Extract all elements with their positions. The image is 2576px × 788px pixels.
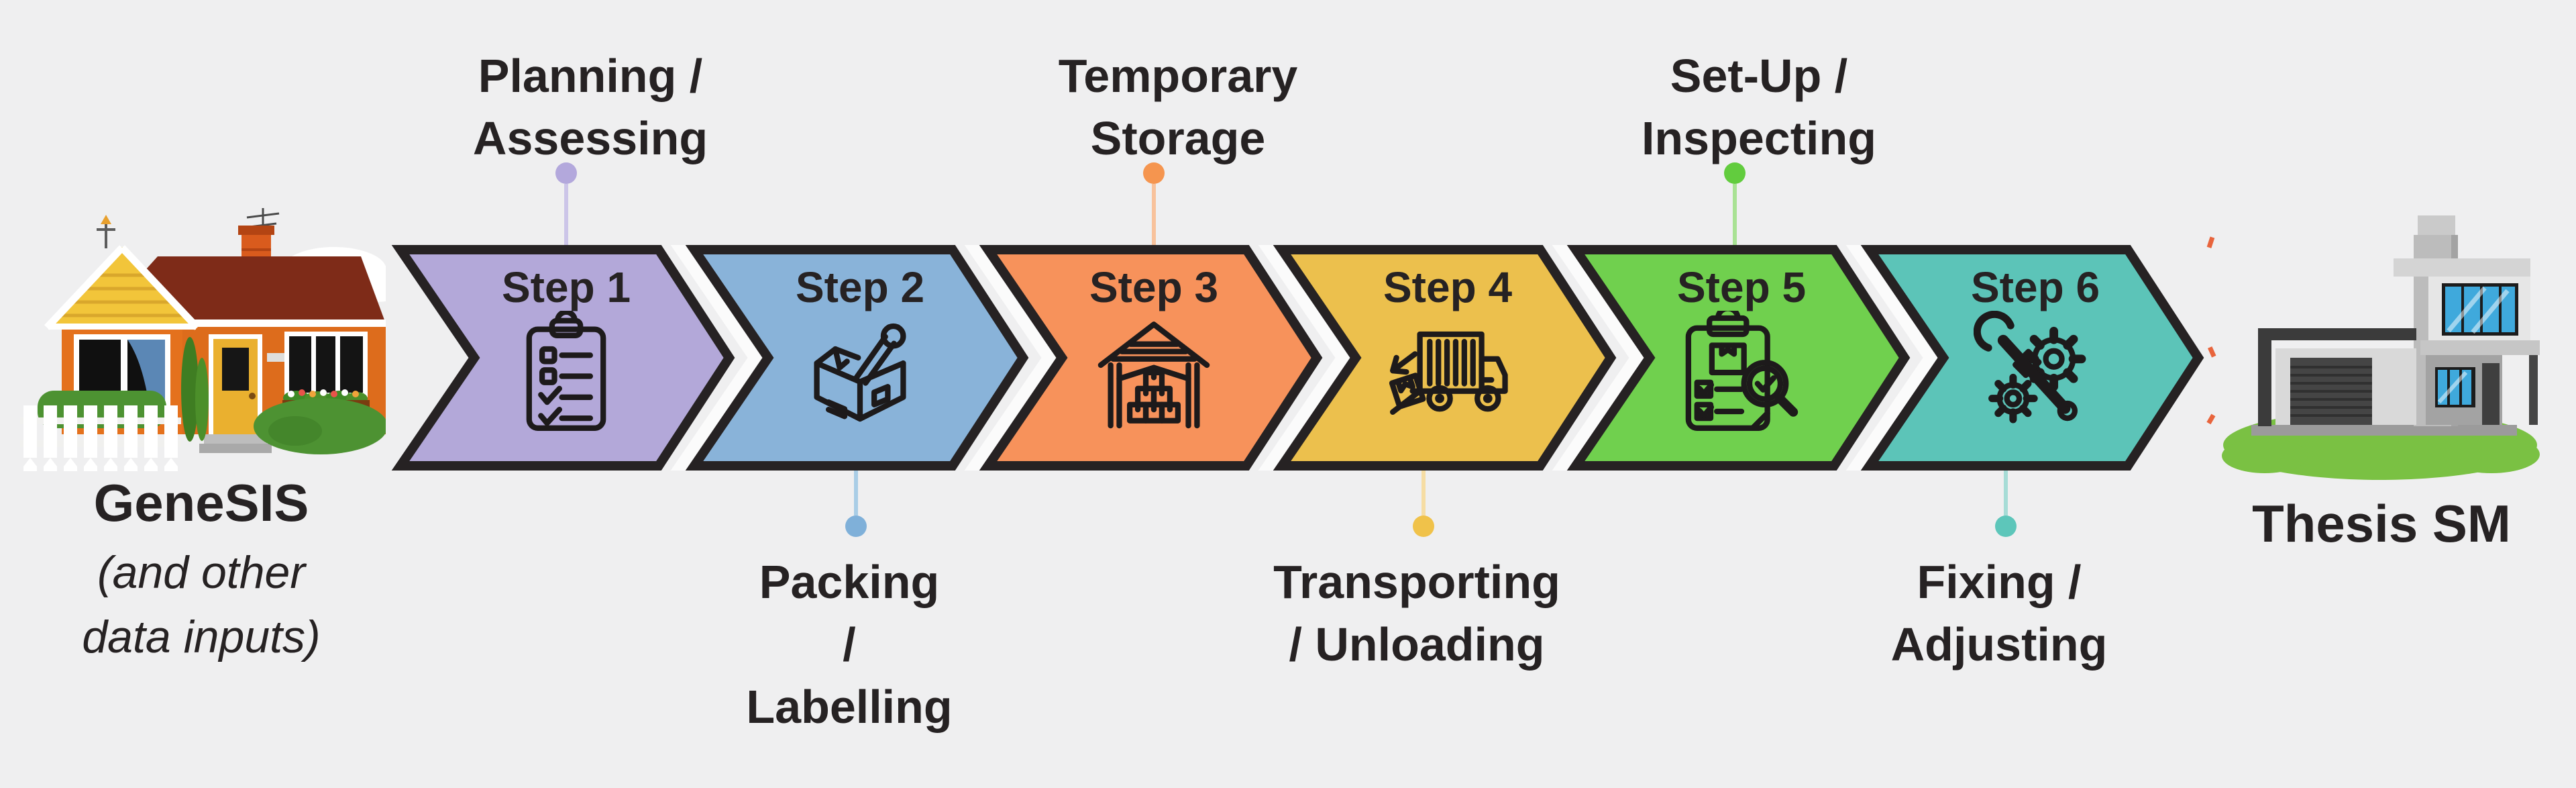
chevron-arrow: [1566, 245, 1911, 471]
connector-line: [2004, 471, 2008, 515]
destination-label: Thesis SM: [2184, 493, 2576, 554]
step-icon: [1383, 311, 1512, 434]
step-icon: [1092, 311, 1216, 434]
phase-label: Fixing / Adjusting: [1890, 556, 2108, 671]
step-icon: [1974, 311, 2097, 434]
step-icon: [520, 311, 612, 434]
source-subtitle: (and other data inputs): [82, 547, 321, 662]
step-2: Step 2 Packing / Labelling: [670, 245, 1038, 733]
porch-column: [2529, 355, 2538, 425]
bush-shadow: [268, 416, 322, 446]
porch-steps: [199, 434, 272, 453]
step-title: Step 5: [1676, 263, 1807, 311]
source-house-illustration: [20, 208, 386, 471]
step-title: Step 3: [1089, 263, 1219, 311]
truck-unloading-icon: [1389, 331, 1508, 415]
connector-line: [1421, 471, 1426, 515]
destination-title: Thesis SM: [2252, 494, 2511, 553]
balcony-slab: [2420, 340, 2540, 355]
step-3: Step 3 Temporary Storage: [964, 50, 1332, 471]
step-title: Step 2: [795, 263, 925, 311]
connector-dot: [555, 162, 577, 184]
cypress-tree: [195, 358, 209, 441]
foundation-slab: [2251, 425, 2517, 436]
step-title: Step 6: [1970, 263, 2100, 311]
source-title: GeneSIS: [93, 473, 309, 532]
weather-vane: [97, 215, 115, 248]
gable-roof: [44, 245, 201, 330]
source-label: GeneSIS (and other data inputs): [7, 473, 396, 669]
step-icon: [802, 311, 919, 434]
phase-label: Transporting / Unloading: [1273, 556, 1560, 671]
destination-house-illustration: [2222, 215, 2540, 480]
step-5: Step 5 Set-Up / Inspecting: [1552, 50, 1920, 471]
clipboard-checklist-icon: [526, 311, 606, 431]
phase-label: Set-Up / Inspecting: [1641, 50, 1877, 164]
connector-dot: [1413, 515, 1434, 537]
storage-shelter-icon: [1097, 322, 1210, 429]
upper-floor: [2428, 277, 2530, 340]
connector-line: [564, 184, 568, 245]
carport-frame: [2258, 328, 2416, 426]
connector-line: [1152, 184, 1156, 245]
step-1: Step 1 Planning / Assessing: [391, 50, 745, 471]
phase-label: Packing / Labelling: [746, 556, 953, 733]
phase-label: Temporary Storage: [1058, 50, 1298, 164]
connector-dot: [1724, 162, 1746, 184]
connector-line: [854, 471, 858, 515]
front-door: [209, 334, 286, 434]
connector-dot: [845, 515, 867, 537]
connector-dot: [1995, 515, 2017, 537]
connector-line: [1733, 184, 1737, 245]
roof-slab: [2394, 258, 2530, 277]
cypress-tree: [181, 337, 199, 442]
inspection-checklist-icon: [1685, 311, 1799, 431]
step-4: Step 4 Transporting / Unloading: [1258, 245, 1626, 671]
confetti-marks: [2206, 236, 2216, 425]
packing-box-icon: [814, 323, 906, 422]
step-title: Step 4: [1383, 263, 1513, 311]
garage: [2275, 348, 2416, 425]
lower-floor: [2426, 355, 2502, 425]
wrench-gears-icon: [1974, 311, 2086, 424]
step-icon: [1680, 311, 1803, 434]
connector-dot: [1143, 162, 1165, 184]
step-6: Step 6: [1845, 245, 2214, 671]
step-title: Step 1: [501, 263, 631, 311]
picket-fence: [20, 405, 181, 471]
phase-label: Planning / Assessing: [472, 50, 708, 164]
roof-fascia: [93, 319, 386, 327]
